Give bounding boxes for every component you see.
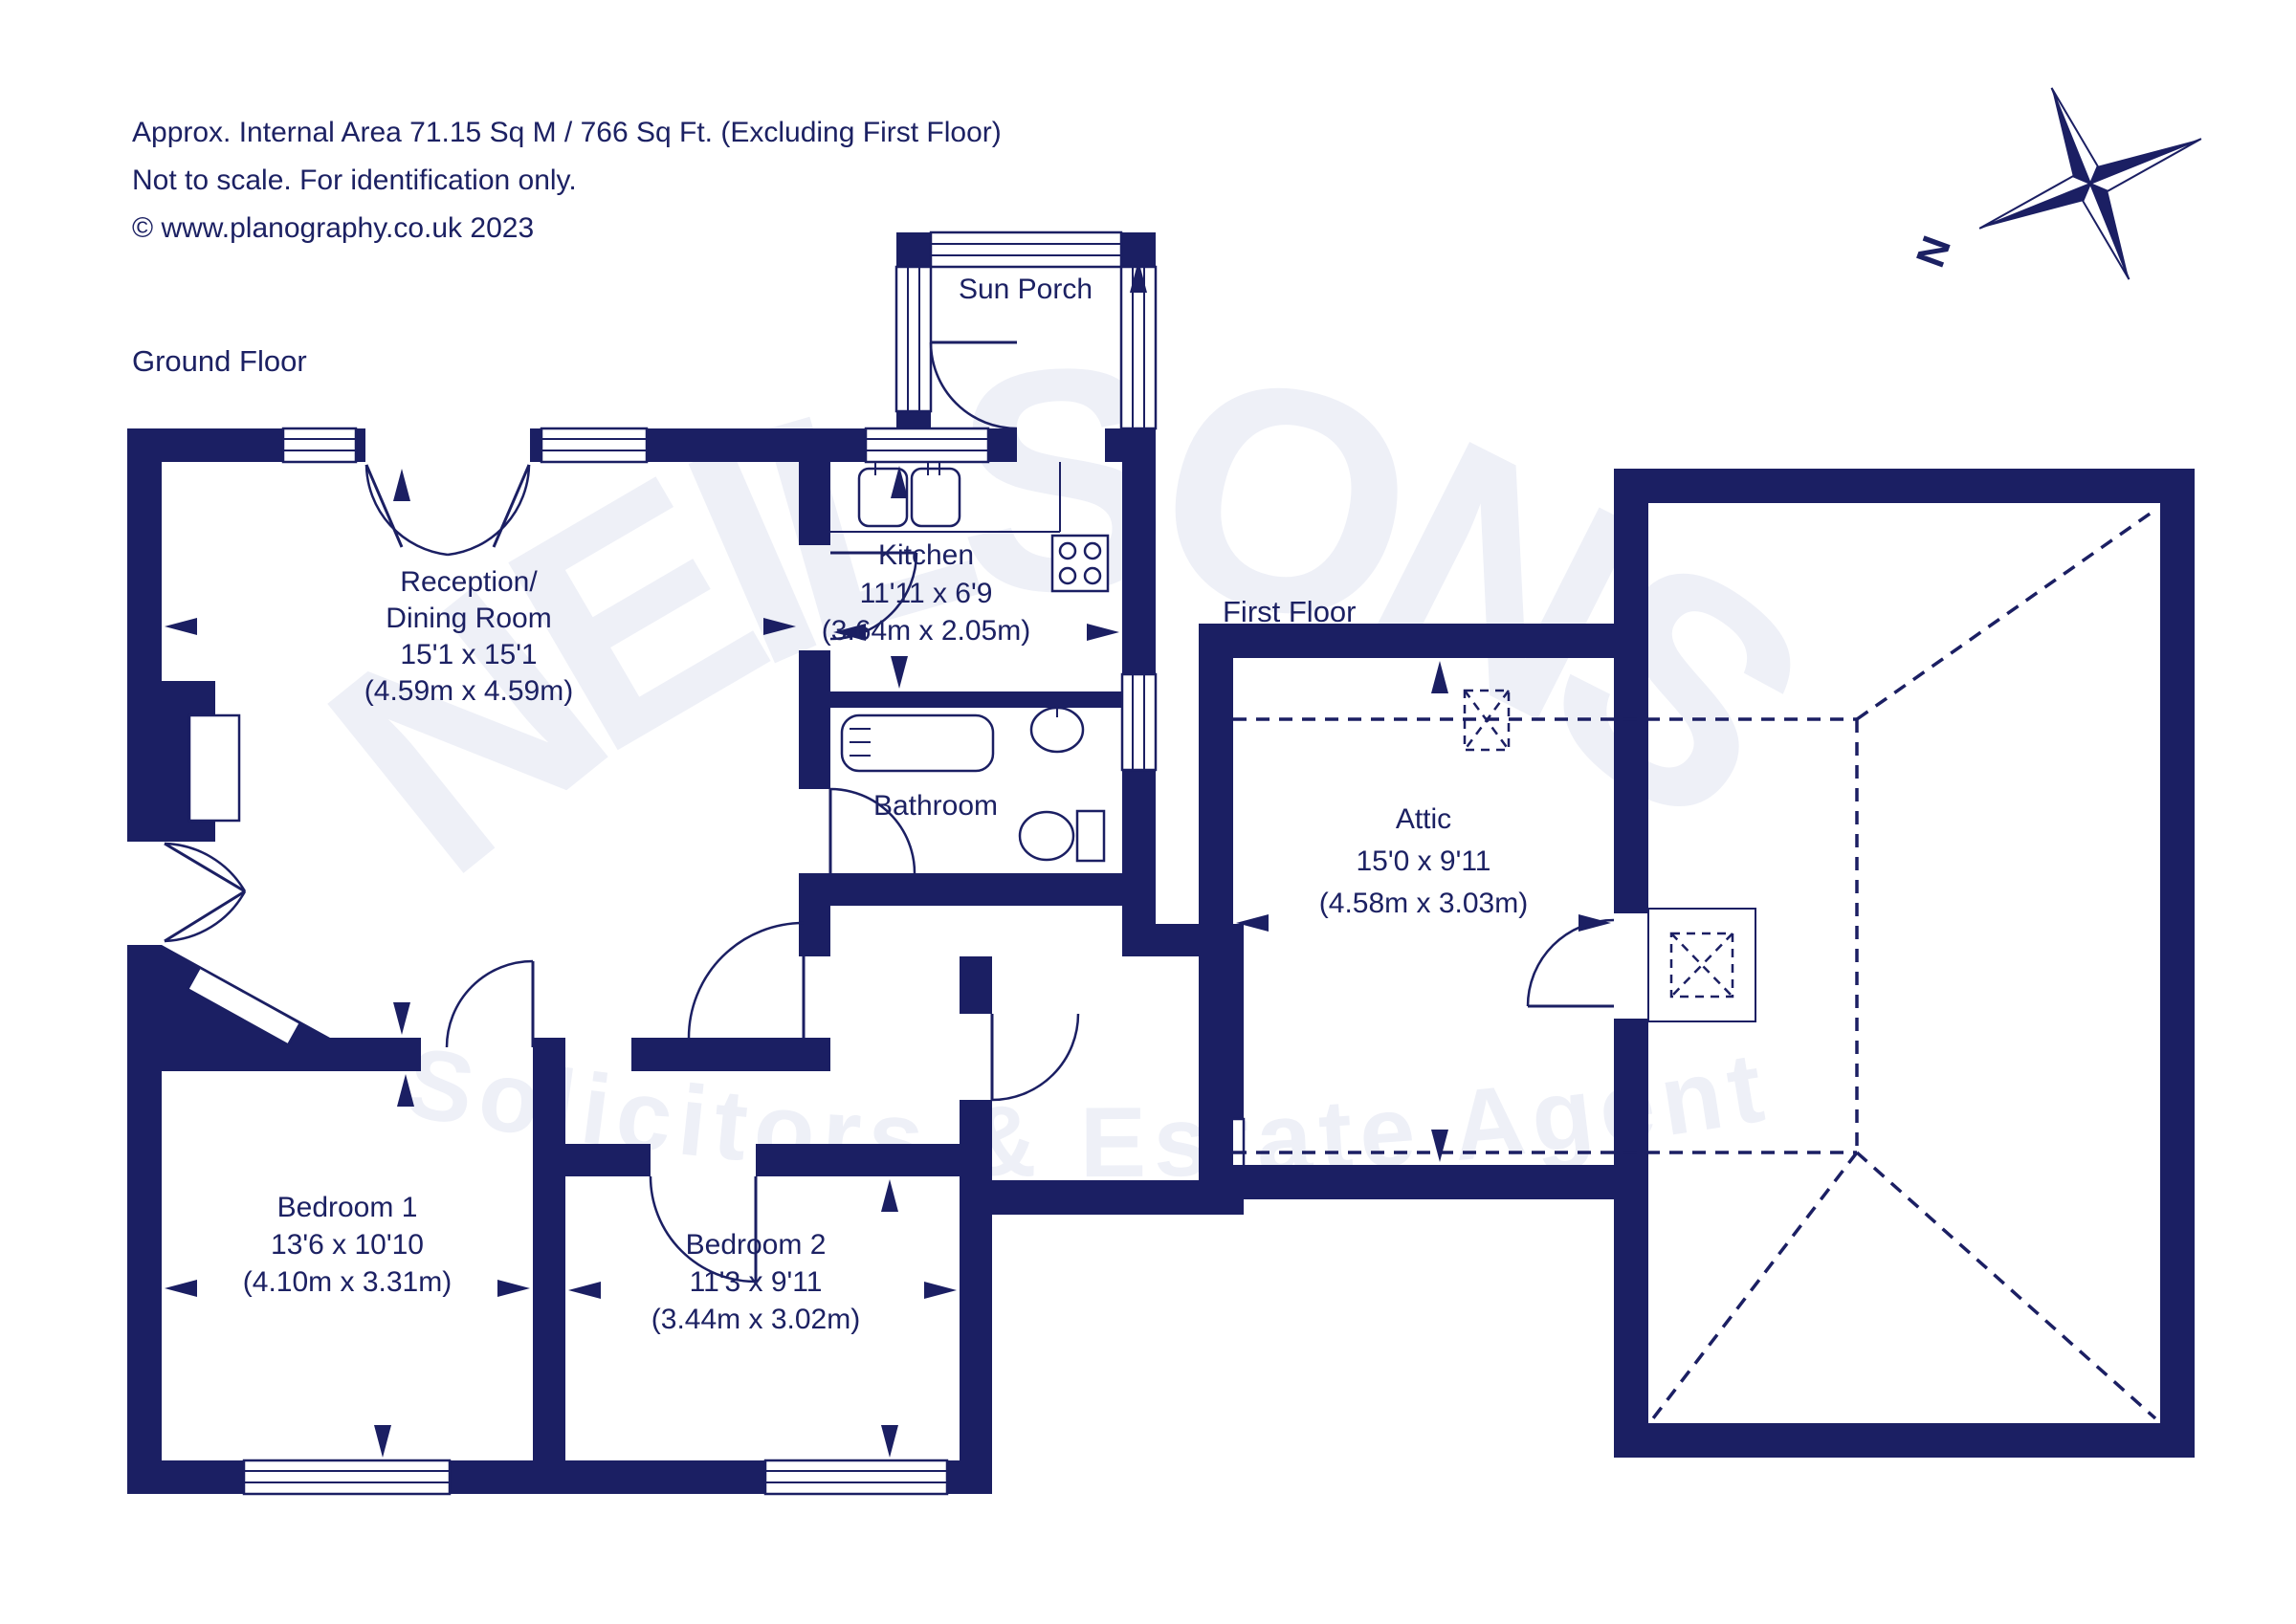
attic-dims-imperial: 15'0 x 9'11 <box>1356 845 1490 877</box>
reception-dims-imperial: 15'1 x 15'1 <box>400 639 537 670</box>
first-floor-title: First Floor <box>1223 595 1357 628</box>
bathroom-label: Bathroom <box>873 790 998 822</box>
lobby-door <box>990 1013 1080 1102</box>
ground-floor-doors <box>164 340 1080 1284</box>
attic-roof-window-icon <box>1463 689 1511 752</box>
bedroom2-dims-imperial: 11'3 x 9'11 <box>690 1266 823 1298</box>
kitchen-door <box>829 551 918 641</box>
header-area-text: Approx. Internal Area 71.15 Sq M / 766 S… <box>132 117 1002 148</box>
sun-porch-window-left <box>894 265 933 413</box>
bathtub-icon <box>840 713 995 773</box>
ground-floor-title: Ground Floor <box>132 344 307 378</box>
kitchen-counter <box>830 462 1061 533</box>
kitchen-window <box>864 427 990 464</box>
basin-icon <box>1029 706 1085 754</box>
reception-dims-metric: (4.59m x 4.59m) <box>364 675 573 707</box>
dimension-arrows-ground <box>165 260 1147 1458</box>
toilet-icon <box>1018 809 1106 863</box>
corner-door-panel <box>186 965 302 1047</box>
compass-rose-icon: N <box>1908 87 2202 280</box>
header-copyright-text: © www.planography.co.uk 2023 <box>132 212 534 244</box>
bedroom1-window <box>242 1459 452 1496</box>
header: Approx. Internal Area 71.15 Sq M / 766 S… <box>132 117 1357 628</box>
ground-floor-windows <box>186 230 1246 1496</box>
attic-label: Attic <box>1396 803 1451 835</box>
bathroom-door <box>828 787 916 874</box>
attic-door <box>1526 918 1615 1008</box>
sun-porch-door <box>929 340 1018 430</box>
bedroom1-door <box>445 959 535 1048</box>
french-doors-top <box>364 464 531 557</box>
room-labels: Sun Porch Kitchen 11'11 x 6'9 (3.64m x 2… <box>243 274 1528 1335</box>
loft-hatch <box>1647 908 1756 1022</box>
bathroom-window <box>1120 672 1158 772</box>
sun-porch-window-top <box>929 230 1123 269</box>
sun-porch-label: Sun Porch <box>959 274 1093 305</box>
bedroom1-dims-metric: (4.10m x 3.31m) <box>243 1266 452 1298</box>
kitchen-label: Kitchen <box>878 539 974 571</box>
reception-label-line2: Dining Room <box>386 603 551 634</box>
attic-dims-metric: (4.58m x 3.03m) <box>1319 888 1528 919</box>
compass-north-label: N <box>1908 230 1960 274</box>
reception-window-2 <box>540 427 649 464</box>
header-disclaimer-text: Not to scale. For identification only. <box>132 165 577 196</box>
reception-hall-door <box>687 921 806 1039</box>
sun-porch-window-right <box>1119 265 1158 430</box>
first-floor-walls <box>1199 469 2195 1458</box>
bedroom2-label: Bedroom 2 <box>686 1229 827 1261</box>
roof-lines <box>1233 508 2157 1420</box>
french-doors-left <box>164 842 247 943</box>
fireplace <box>188 713 241 823</box>
kitchen-dims-metric: (3.64m x 2.05m) <box>822 615 1030 647</box>
kitchen-hob-icon <box>1050 534 1110 593</box>
dimension-arrows-attic <box>1236 661 1611 1162</box>
kitchen-dims-imperial: 11'11 x 6'9 <box>860 578 993 609</box>
bedroom2-door <box>649 1175 758 1284</box>
bedroom2-dims-metric: (3.44m x 3.02m) <box>651 1304 860 1335</box>
bedroom1-dims-imperial: 13'6 x 10'10 <box>271 1229 424 1261</box>
bedroom1-label: Bedroom 1 <box>277 1192 418 1223</box>
first-floor-detail <box>1233 508 2157 1420</box>
reception-label-line1: Reception/ <box>400 566 538 598</box>
reception-window-1 <box>281 427 358 464</box>
bedroom2-window <box>763 1459 949 1496</box>
